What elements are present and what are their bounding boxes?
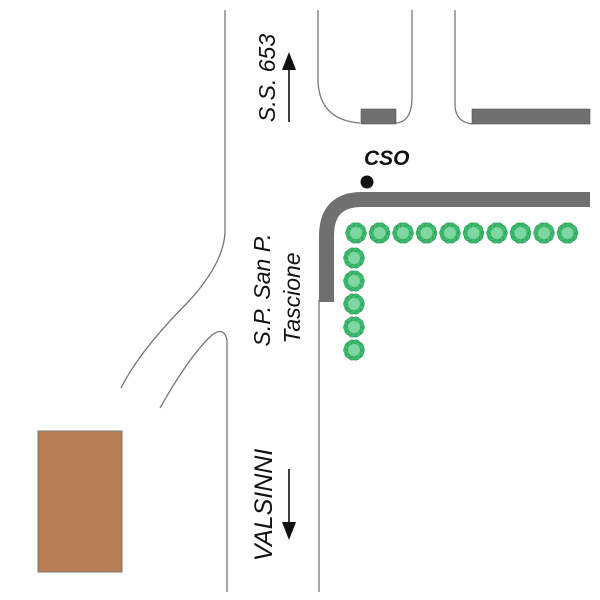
tree-icon	[556, 222, 579, 244]
tree-row	[343, 222, 579, 361]
wall-corner-l	[319, 192, 590, 302]
block-edge-1	[317, 10, 361, 124]
road-edges	[120, 10, 473, 592]
wall-segment-1	[360, 108, 397, 125]
cso-label: CSO	[364, 147, 410, 170]
road-edge-west	[120, 10, 226, 389]
road-label-ss653: S.S. 653	[254, 34, 280, 122]
block-edge-2	[395, 10, 413, 124]
building	[37, 430, 123, 573]
tree-icon	[343, 316, 365, 338]
tree-icon	[439, 222, 461, 244]
block-edge-3	[454, 10, 473, 125]
tree-icon	[462, 222, 485, 244]
arrow-north-icon	[282, 52, 296, 122]
arrow-south-icon	[282, 469, 296, 540]
tree-icon	[509, 222, 532, 244]
tree-icon	[343, 339, 365, 361]
tree-icon	[343, 247, 365, 269]
tree-icon	[392, 222, 414, 244]
road-label-valsinni: VALSINNI	[250, 449, 278, 562]
tree-icon	[345, 222, 367, 244]
road-label-sp-line2: Tascione	[279, 252, 305, 343]
tree-icon	[486, 222, 508, 244]
tree-icon	[343, 293, 365, 315]
tree-icon	[343, 270, 365, 292]
wall-segment-2	[471, 108, 591, 125]
tree-icon	[368, 222, 391, 244]
tree-icon	[533, 222, 555, 244]
road-label-sp-line1: S.P. San P.	[249, 234, 275, 347]
tree-icon	[415, 222, 438, 244]
cso-point-marker[interactable]	[360, 175, 374, 189]
road-edge-branch-inner	[159, 330, 228, 592]
